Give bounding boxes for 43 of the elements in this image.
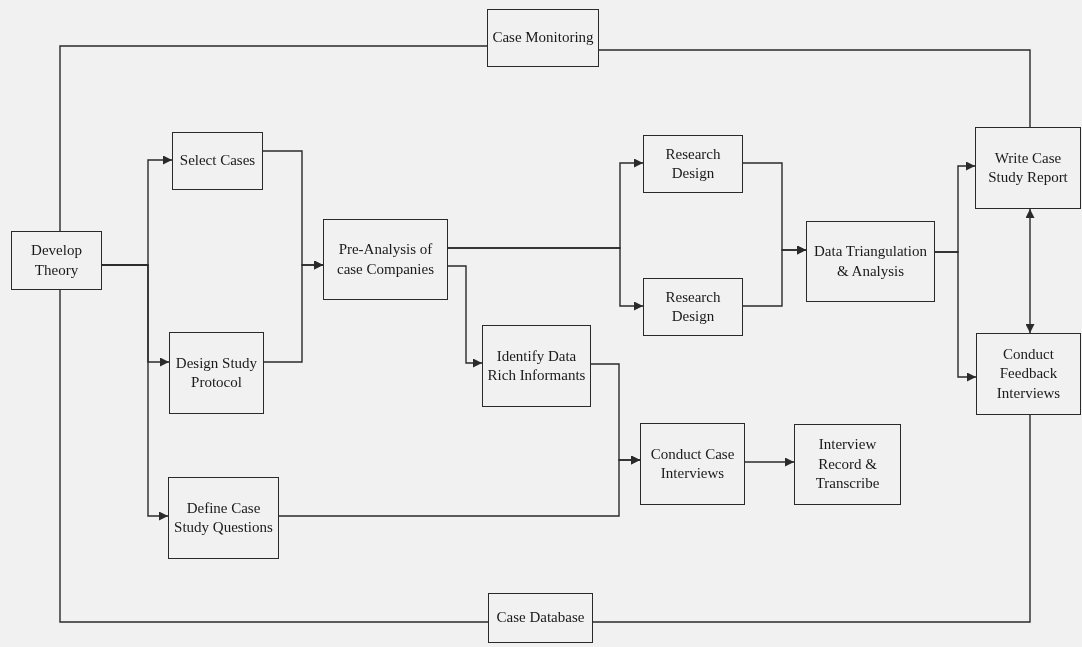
box-label: Write Case Study Report: [987, 148, 1069, 187]
box-label: Research Design: [664, 144, 722, 183]
process-box: [168, 477, 279, 559]
arrow: [278, 455, 641, 517]
connector-line: [59, 289, 489, 623]
box-label: Pre-Analysis of case Companies: [335, 240, 436, 279]
box-label: Research Design: [664, 287, 722, 326]
arrow: [742, 245, 807, 307]
process-box: [640, 423, 745, 505]
arrow: [447, 247, 644, 311]
arrow: [447, 265, 483, 368]
process-box: [794, 424, 901, 505]
arrow: [744, 457, 795, 467]
process-box: [976, 333, 1081, 415]
box-label: Develop Theory: [30, 241, 83, 280]
box-label: Conduct Case Interviews: [649, 444, 736, 483]
arrow: [263, 260, 324, 363]
process-box: [487, 9, 599, 67]
process-box: [11, 231, 102, 290]
box-label: Case Monitoring: [492, 28, 594, 48]
connector-line: [59, 45, 488, 232]
box-label: Select Cases: [179, 151, 256, 171]
arrow: [101, 264, 169, 521]
connector-line: [592, 414, 1031, 623]
arrow: [934, 251, 977, 382]
process-box: [482, 325, 591, 407]
process-box: [323, 219, 448, 300]
process-box: [169, 332, 264, 414]
process-box: [806, 221, 935, 302]
process-box: [643, 135, 743, 193]
arrow: [1025, 208, 1035, 334]
process-box: [488, 593, 593, 643]
box-label: Define Case Study Questions: [173, 498, 274, 537]
process-box: [643, 278, 743, 336]
connector-line: [598, 49, 1031, 128]
process-box: [975, 127, 1081, 209]
box-label: Design Study Protocol: [174, 353, 259, 392]
box-label: Interview Record & Transcribe: [814, 435, 881, 494]
box-label: Case Database: [496, 608, 585, 628]
box-label: Conduct Feedback Interviews: [995, 344, 1062, 403]
process-box: [172, 132, 263, 190]
box-label: Data Triangulation & Analysis: [813, 242, 928, 281]
box-label: Identify Data Rich Informants: [487, 346, 586, 385]
